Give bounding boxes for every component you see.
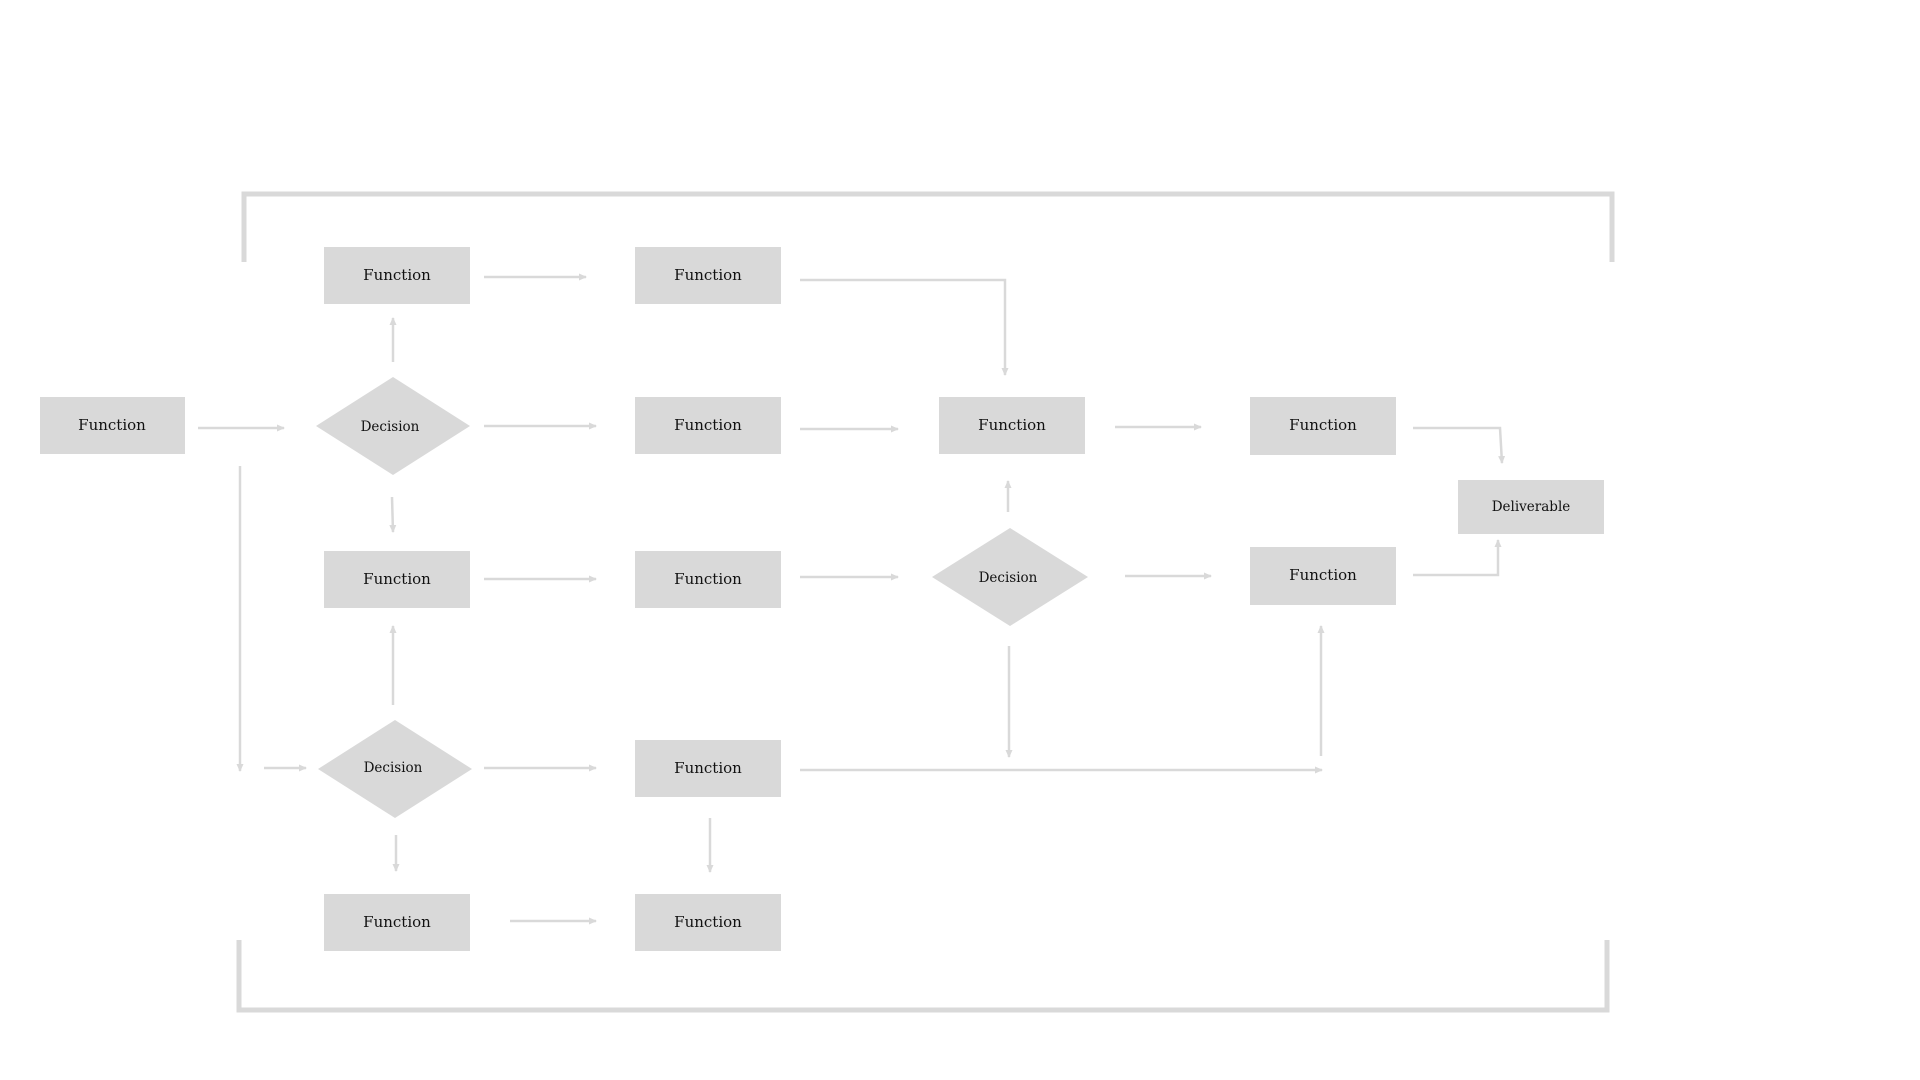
bottom-bracket bbox=[236, 940, 1610, 1013]
nodes: Function Function Function Decision Func… bbox=[40, 247, 1604, 951]
node-label: Function bbox=[674, 759, 742, 777]
node-decision-r2c1: Decision bbox=[316, 377, 470, 475]
node-label: Function bbox=[674, 913, 742, 931]
node-function-left: Function bbox=[40, 397, 185, 454]
node-function-r1c1: Function bbox=[324, 247, 470, 304]
node-deliverable: Deliverable bbox=[1458, 480, 1604, 534]
arrow-r2c4-to-deliverable bbox=[1413, 426, 1506, 464]
node-function-r2c2: Function bbox=[635, 397, 781, 454]
node-function-r2c3: Function bbox=[939, 397, 1085, 454]
node-decision-r4c1: Decision bbox=[318, 720, 472, 818]
top-bracket bbox=[241, 191, 1615, 262]
node-function-r3c1: Function bbox=[324, 551, 470, 608]
node-function-r3c2: Function bbox=[635, 551, 781, 608]
node-function-r5c2: Function bbox=[635, 894, 781, 951]
node-label: Function bbox=[674, 416, 742, 434]
node-function-r2c4: Function bbox=[1250, 397, 1396, 455]
arrow-r3c4-to-deliverable bbox=[1413, 539, 1502, 577]
arrow-decision1-down bbox=[389, 496, 397, 533]
node-label: Decision bbox=[361, 419, 420, 435]
node-function-r1c2: Function bbox=[635, 247, 781, 304]
node-label: Function bbox=[363, 913, 431, 931]
node-label: Function bbox=[363, 266, 431, 284]
node-label: Function bbox=[78, 416, 146, 434]
node-label: Decision bbox=[364, 760, 423, 776]
node-label: Deliverable bbox=[1492, 499, 1571, 515]
node-label: Function bbox=[674, 266, 742, 284]
node-label: Function bbox=[674, 570, 742, 588]
node-label: Function bbox=[1289, 566, 1357, 584]
node-function-r5c1: Function bbox=[324, 894, 470, 951]
node-label: Function bbox=[978, 416, 1046, 434]
node-function-r4c2: Function bbox=[635, 740, 781, 797]
node-label: Function bbox=[1289, 416, 1357, 434]
connectors bbox=[198, 273, 1506, 925]
node-label: Function bbox=[363, 570, 431, 588]
node-decision-r3c3: Decision bbox=[932, 528, 1088, 626]
arrow-r1c2-to-r2c3 bbox=[800, 278, 1009, 376]
node-function-r3c4: Function bbox=[1250, 547, 1396, 605]
node-label: Decision bbox=[979, 570, 1038, 586]
